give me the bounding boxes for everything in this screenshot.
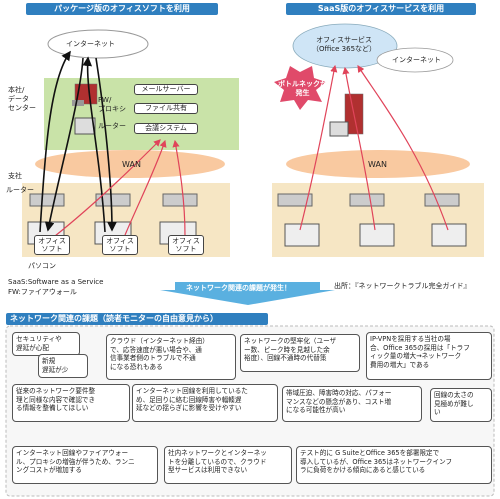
branch-router-icon <box>162 193 198 207</box>
mail-server-box: メールサーバー <box>134 84 198 95</box>
issue-box-9: 回線の太さの 見極めが難し い <box>430 388 492 422</box>
branch-router-icon <box>424 193 460 207</box>
router-label: ルーター <box>98 122 126 130</box>
issue-box-11: 社内ネットワークとインターネッ トを分離しているので、クラウド 型サービスは利用… <box>164 446 292 484</box>
branch-router-icon <box>349 193 385 207</box>
laptop-icon <box>359 223 395 247</box>
footnote-fw: FW:ファイアウォール <box>8 288 77 296</box>
footnote-source: 出所：『ネットワークトラブル完全ガイド』 <box>334 282 471 290</box>
issue-box-8: 帯域圧迫、障害時の対応、パフォー マンスなどの懸念があり、コスト増 になる可能性… <box>282 386 422 422</box>
bottleneck-burst-icon <box>274 66 326 110</box>
right-panel-header: SaaS版のオフィスサービスを利用 <box>286 3 476 15</box>
internet-label-right: インターネット <box>392 56 441 64</box>
wan-label-left: WAN <box>122 160 141 169</box>
branch-router-icon <box>95 193 131 207</box>
firewall-icon <box>74 83 98 105</box>
router-icon <box>74 117 96 135</box>
wan-ellipse-right <box>286 150 470 178</box>
issue-box-5: IP-VPNを採用する当社の場 合、Office 365の採用は「トラフ ィック… <box>366 332 492 380</box>
issue-box-3: クラウド（インターネット経由） で、応答速度が悪い場合や、通 信事業者側のトラブ… <box>106 334 236 380</box>
router-icon-right <box>329 121 349 137</box>
laptop-icon <box>284 223 320 247</box>
wan-label-right: WAN <box>368 160 387 169</box>
office-soft-box-3: オフィス ソフト <box>168 235 204 255</box>
issue-arrow-label: ネットワーク関連の課題が発生！ <box>186 284 291 292</box>
branch-router-label: ルーター <box>6 186 34 194</box>
fw-proxy-label: FW/ プロキシ <box>98 96 126 113</box>
file-share-box: ファイル共有 <box>134 103 198 114</box>
left-panel-header: パッケージ版のオフィスソフトを利用 <box>26 3 218 15</box>
office-service-label: オフィスサービス （Office 365など） <box>312 36 377 53</box>
branch-router-icon <box>29 193 65 207</box>
pc-label: パソコン <box>28 262 56 270</box>
issues-header: ネットワーク関連の課題（読者モニターの自由意見から） <box>6 313 268 325</box>
internet-cloud-right <box>376 47 454 73</box>
footnote-saas: SaaS:Software as a Service <box>8 278 104 286</box>
branch-label: 支社 <box>8 172 22 180</box>
internet-label-left: インターネット <box>66 40 115 48</box>
branch-router-icon <box>277 193 313 207</box>
office-soft-box-2: オフィス ソフト <box>102 235 138 255</box>
issue-box-2: 新規 遅延が少 <box>38 354 88 378</box>
office-soft-box-1: オフィス ソフト <box>34 235 70 255</box>
bottleneck-label: ボトルネックが 発生 <box>278 80 327 97</box>
issue-box-7: インターネット回線を利用しているた め、足回りに絡む回線障害や輻輳遅 延などの揺… <box>132 384 278 422</box>
issue-box-4: ネットワークの堅牢化（ユーザ ー数、ピーク時を見越した余 裕度）、回線不通時の代… <box>240 334 360 372</box>
hq-label: 本社/ データ センター <box>8 86 36 112</box>
issue-box-1: セキュリティや 遅延が心配 <box>12 332 80 356</box>
issue-box-10: インターネット回線やファイアウォー ル、プロキシの増強が伴うため、ランニ ングコ… <box>12 446 158 484</box>
issue-box-12: テスト的に G SuiteとOffice 365を部署限定で 導入しているが、O… <box>296 446 492 484</box>
meeting-system-box: 会議システム <box>134 123 198 134</box>
issue-arrow-shape <box>160 282 335 305</box>
laptop-icon <box>431 223 467 247</box>
issue-box-6: 従来のネットワーク要件整 理と同様な内容で確認でき る情報を整備してほしい <box>12 384 130 422</box>
internet-cloud-left <box>47 29 149 59</box>
